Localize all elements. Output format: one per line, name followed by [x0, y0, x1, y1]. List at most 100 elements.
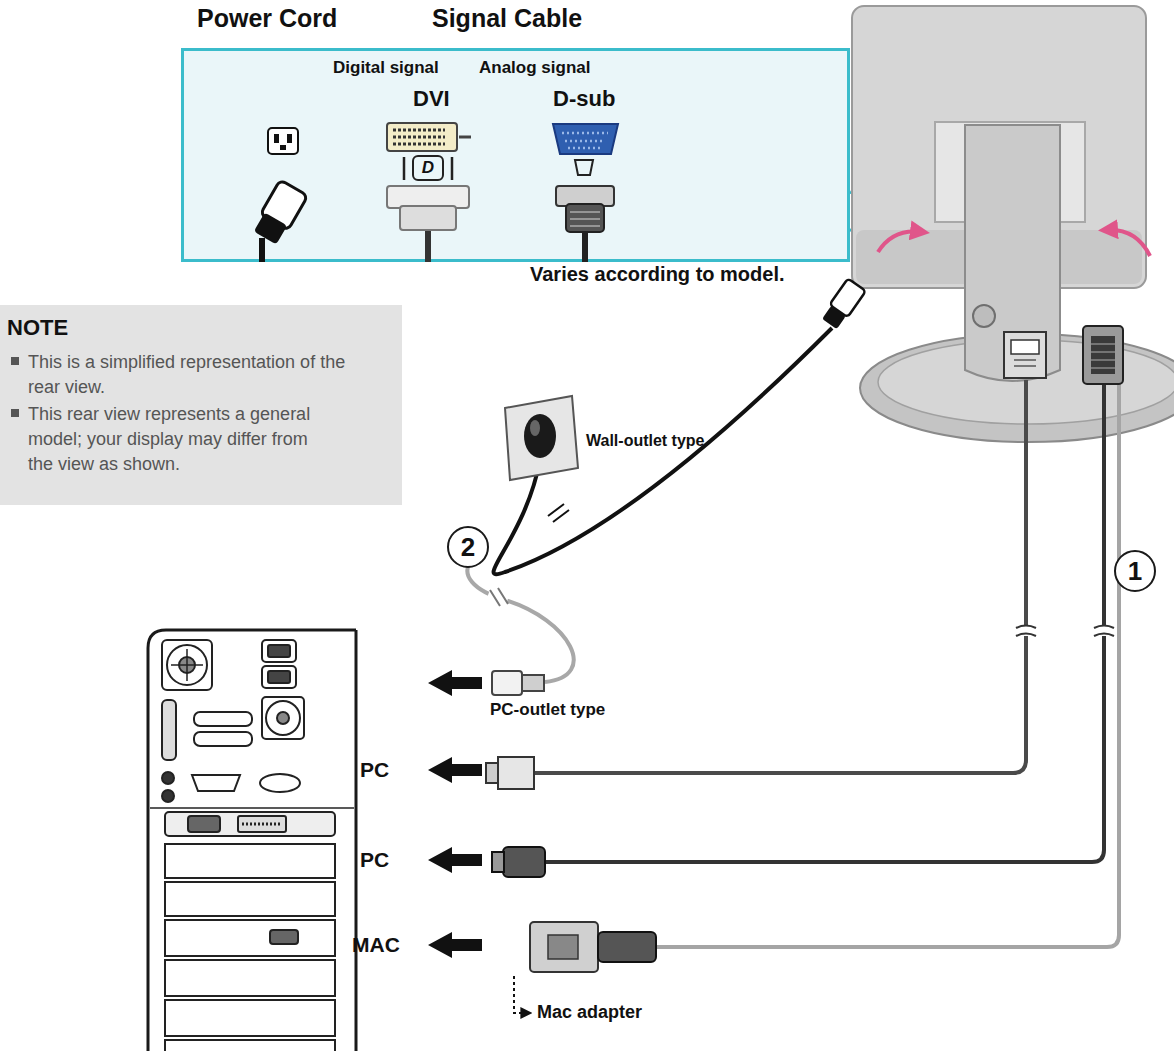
pc-outlet-plug [492, 671, 522, 695]
monitor-rear [935, 122, 1085, 222]
mac-adapter [514, 976, 530, 1013]
power-cable [467, 328, 832, 682]
callout-leader [850, 192, 915, 238]
pc-outlet-plug [522, 675, 544, 691]
pc-tower [262, 697, 304, 739]
monitor-dvi-plug [1011, 340, 1039, 354]
callout-leader [850, 230, 912, 243]
connector-callout: Power CordSignal CableDigital signalAnal… [181, 0, 850, 262]
pc-tower [162, 640, 212, 690]
bullet-square [11, 357, 19, 365]
direction-arrow [428, 757, 482, 783]
direction-arrow [428, 847, 482, 873]
pc-tower [165, 920, 335, 956]
pc-tower [268, 645, 290, 657]
wall-outlet [524, 414, 556, 458]
pc-tower [165, 882, 335, 916]
pc-outlet-plug [492, 671, 544, 695]
node-text: Analog signal [479, 58, 590, 78]
rotate-arrow [878, 231, 922, 252]
pc-tower [242, 823, 282, 826]
callout-number: 1 [1114, 550, 1156, 592]
model-note: Varies according to model. [530, 263, 785, 286]
monitor-power-plug [830, 278, 866, 317]
direction-arrow [428, 932, 482, 958]
signal-cable [534, 380, 1026, 773]
power-cable [467, 562, 573, 682]
pc-tower [165, 960, 335, 996]
monitor-dsub-plug [1083, 326, 1123, 384]
power-cable [547, 501, 569, 521]
pc-dvi-plug [486, 757, 534, 789]
monitor-power-plug [822, 306, 846, 329]
pc-tower [194, 712, 252, 726]
note-box: NOTE This is a simplified representation … [0, 305, 402, 505]
pc-tower [188, 816, 220, 832]
callout-frame [181, 48, 850, 262]
plug-type-label: Wall-outlet type [586, 432, 705, 450]
node-text: DVI [413, 86, 450, 111]
pc-tower [165, 1000, 335, 1036]
pc-tower [150, 807, 354, 809]
monitor-power-plug [820, 278, 866, 330]
monitor-dvi-plug [1004, 332, 1046, 378]
node-text: This is a simplified representation of t… [28, 350, 353, 400]
node-text: This rear view represents a general mode… [28, 402, 318, 477]
direction-arrow [428, 670, 482, 958]
pc-dsub-plug [492, 852, 504, 872]
pc-tower [165, 1040, 335, 1051]
port-symbol-letter: D [414, 158, 442, 178]
note-heading: NOTE [7, 315, 68, 340]
target-label: PC [360, 848, 389, 872]
pc-tower [148, 630, 356, 1051]
monitor-rear [856, 230, 1142, 284]
pc-tower [162, 772, 174, 784]
monitor-dsub-plug [1091, 336, 1115, 374]
rotate-arrow [878, 230, 1150, 256]
signal-cable [534, 380, 1119, 947]
node-text: Digital signal [333, 58, 439, 78]
monitor-rear [860, 334, 1174, 442]
power-cable [487, 589, 509, 605]
plug-type-label: PC-outlet type [490, 700, 605, 720]
pc-tower [171, 649, 203, 681]
monitor-dvi-plug [1014, 360, 1036, 366]
mac-adapter [530, 922, 598, 972]
pc-dvi-plug [498, 757, 534, 789]
callout-number-text: 1 [1116, 552, 1154, 590]
cable-break-mark [1094, 626, 1114, 636]
power-cable [490, 588, 508, 606]
callout-leader [850, 192, 915, 243]
pc-dsub-plug [503, 847, 545, 877]
signal-cable [545, 384, 1104, 862]
pc-tower [179, 657, 195, 673]
pc-tower [194, 732, 252, 746]
pc-tower [260, 774, 300, 792]
rotate-arrow [1106, 230, 1150, 256]
monitor-dsub-plug [1083, 326, 1123, 384]
pc-tower [266, 701, 300, 735]
monitor-rear [852, 6, 1174, 442]
direction-arrow [428, 670, 482, 696]
mac-adapter [548, 935, 578, 959]
pc-tower [262, 666, 296, 688]
node-text: Signal Cable [432, 4, 582, 33]
adapter-label: Mac adapter [537, 1002, 642, 1023]
pc-tower [165, 812, 335, 836]
pc-dvi-plug [486, 763, 498, 783]
monitor-rear [965, 125, 1060, 381]
callout-number-text: 2 [449, 528, 487, 566]
power-cable [494, 328, 832, 574]
pc-tower [238, 816, 286, 832]
node-text: D-sub [553, 86, 615, 111]
cable-break-mark [1016, 626, 1114, 637]
signal-cable [655, 384, 1119, 947]
pc-dsub-plug [492, 847, 545, 877]
monitor-dvi-plug [1004, 332, 1046, 378]
pc-tower [167, 645, 207, 685]
wall-outlet [505, 396, 578, 480]
target-label: PC [360, 758, 389, 782]
pc-tower [270, 930, 298, 944]
monitor-rear [973, 305, 995, 327]
mac-adapter [514, 922, 656, 1013]
